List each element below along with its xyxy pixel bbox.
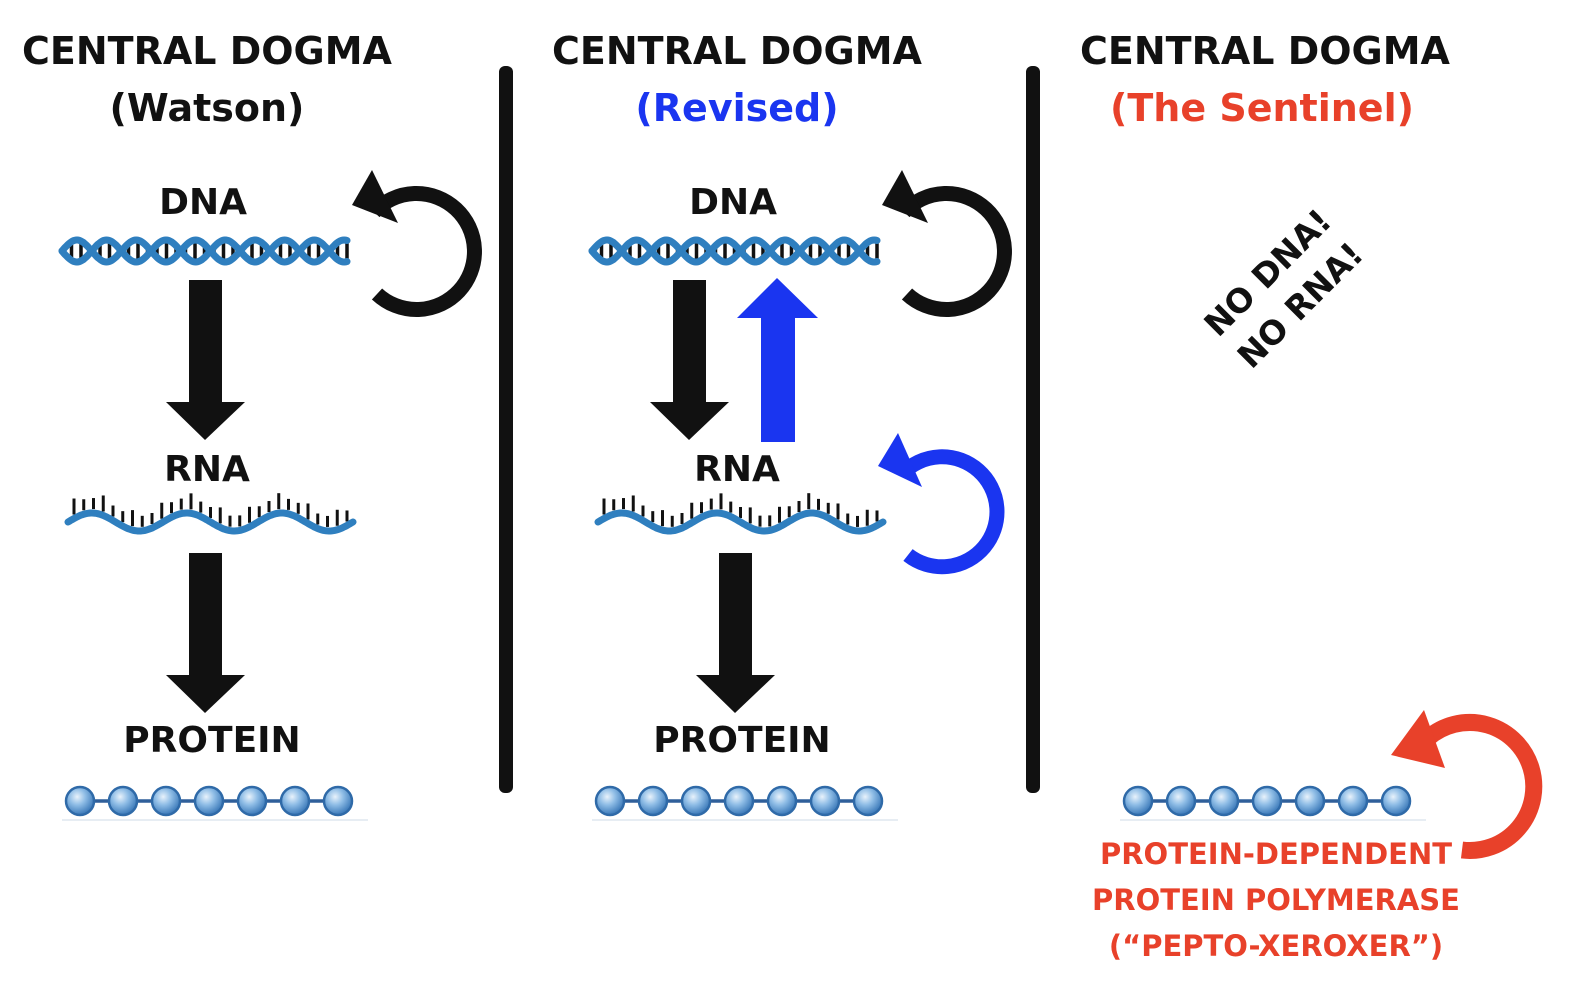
amino-acid-bead xyxy=(193,785,225,817)
protein-bead-chain xyxy=(1120,785,1426,821)
amino-acid-bead xyxy=(322,785,354,817)
amino-acid-bead xyxy=(64,785,96,817)
enzyme-name-line1: PROTEIN-DEPENDENT xyxy=(1100,837,1452,871)
rna-replication-arrow xyxy=(878,433,1005,575)
panel-revised: CENTRAL DOGMA (Revised) DNA RNA PROTEIN xyxy=(552,29,1012,821)
self-replication-arrow xyxy=(352,170,482,317)
rna-label: RNA xyxy=(694,449,780,490)
protein-bead-chain xyxy=(62,785,368,821)
amino-acid-bead xyxy=(1380,785,1412,817)
amino-acid-bead xyxy=(594,785,626,817)
amino-acid-bead xyxy=(637,785,669,817)
protein-self-replication-arrow xyxy=(1391,710,1543,859)
rna-bases xyxy=(602,493,879,527)
dna-strand-2 xyxy=(58,236,351,266)
enzyme-name-line2: PROTEIN POLYMERASE xyxy=(1092,883,1460,917)
protein-label: PROTEIN xyxy=(123,720,300,761)
rna-backbone xyxy=(64,509,357,535)
rna-bases xyxy=(72,493,349,527)
dna-double-helix xyxy=(588,236,881,266)
amino-acid-bead xyxy=(1208,785,1240,817)
panel-subtitle: (The Sentinel) xyxy=(1110,86,1414,130)
amino-acid-bead xyxy=(1251,785,1283,817)
amino-acid-bead xyxy=(766,785,798,817)
rna-label: RNA xyxy=(164,449,250,490)
rna-backbone xyxy=(594,509,887,535)
amino-acid-bead xyxy=(279,785,311,817)
amino-acid-bead xyxy=(852,785,884,817)
amino-acid-bead xyxy=(150,785,182,817)
reverse-transcription-arrow xyxy=(737,278,818,442)
panel-subtitle: (Revised) xyxy=(635,86,838,130)
divider-left xyxy=(499,66,513,793)
amino-acid-bead xyxy=(1337,785,1369,817)
amino-acid-bead xyxy=(107,785,139,817)
dna-double-helix xyxy=(58,236,351,266)
amino-acid-bead xyxy=(1122,785,1154,817)
dna-label: DNA xyxy=(159,182,247,223)
divider-right xyxy=(1026,66,1040,793)
self-replication-arrow xyxy=(882,170,1012,317)
rna-single-strand xyxy=(594,493,887,535)
amino-acid-bead xyxy=(1294,785,1326,817)
enzyme-nickname: (“PEPTO-XEROXER”) xyxy=(1109,929,1443,963)
panel-title: CENTRAL DOGMA xyxy=(1080,29,1451,73)
panel-watson: CENTRAL DOGMA (Watson) DNA RNA PROTEIN xyxy=(22,29,482,821)
panel-sentinel: CENTRAL DOGMA (The Sentinel) NO DNA! NO … xyxy=(1080,29,1543,963)
amino-acid-bead xyxy=(809,785,841,817)
panel-subtitle: (Watson) xyxy=(110,86,305,130)
dna-strand-2 xyxy=(588,236,881,266)
transcription-arrow xyxy=(166,280,245,440)
amino-acid-bead xyxy=(723,785,755,817)
dna-label: DNA xyxy=(689,182,777,223)
translation-arrow xyxy=(696,553,775,713)
no-dna-no-rna-note: NO DNA! NO RNA! xyxy=(1196,201,1370,375)
protein-label: PROTEIN xyxy=(653,720,830,761)
amino-acid-bead xyxy=(680,785,712,817)
amino-acid-bead xyxy=(236,785,268,817)
rna-single-strand xyxy=(64,493,357,535)
panel-title: CENTRAL DOGMA xyxy=(552,29,923,73)
translation-arrow xyxy=(166,553,245,713)
protein-bead-chain xyxy=(592,785,898,821)
amino-acid-bead xyxy=(1165,785,1197,817)
panel-title: CENTRAL DOGMA xyxy=(22,29,393,73)
transcription-arrow xyxy=(650,280,729,440)
